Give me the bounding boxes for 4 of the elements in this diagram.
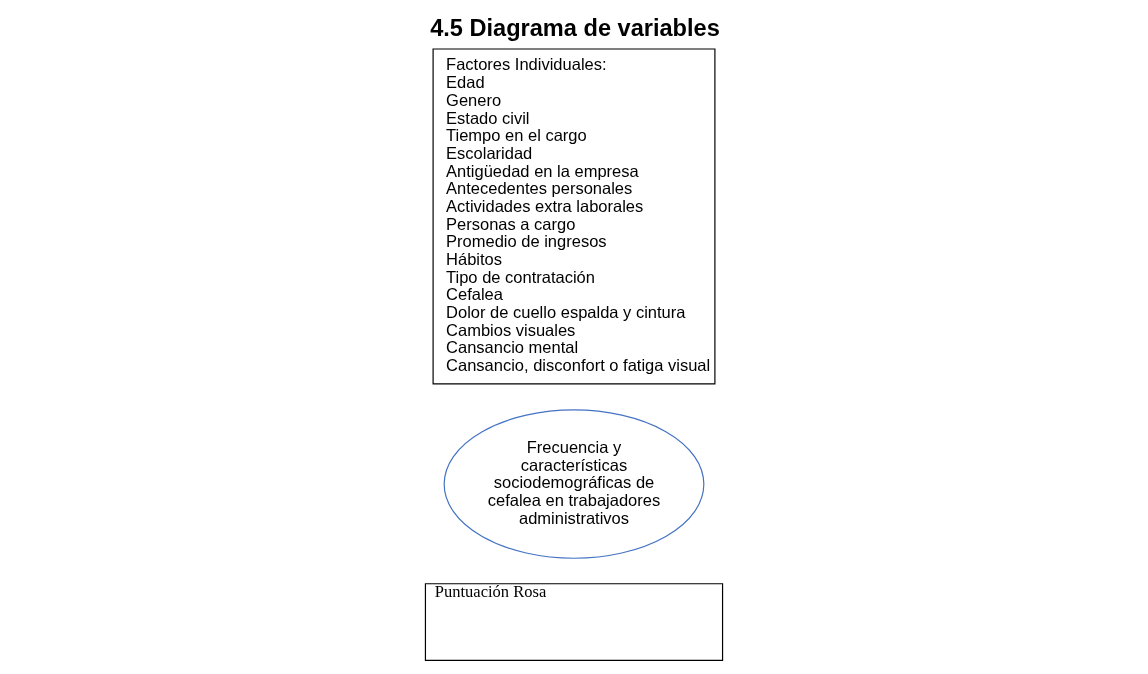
node-box: Puntuación Rosa — [424, 583, 724, 661]
diagram-title: 4.5 Diagrama de variables — [430, 15, 720, 42]
node-box: Factores Individuales: Edad Genero Estado civil Tiempo en el cargo Escolaridad Antigüedad en la empresa Antecedentes personales Actividades extra laborales Personas a cargo Promedio de ingresos Hábitos Tipo de contratación Cefalea Dolor de cuello espalda y cintura Cambios visuales Cansancio mental Cansancio, disconfort o fatiga visual — [432, 48, 716, 385]
node-ellipse: Frecuencia y características sociodemográficas de cefalea en trabajadores administrativos — [443, 409, 705, 559]
